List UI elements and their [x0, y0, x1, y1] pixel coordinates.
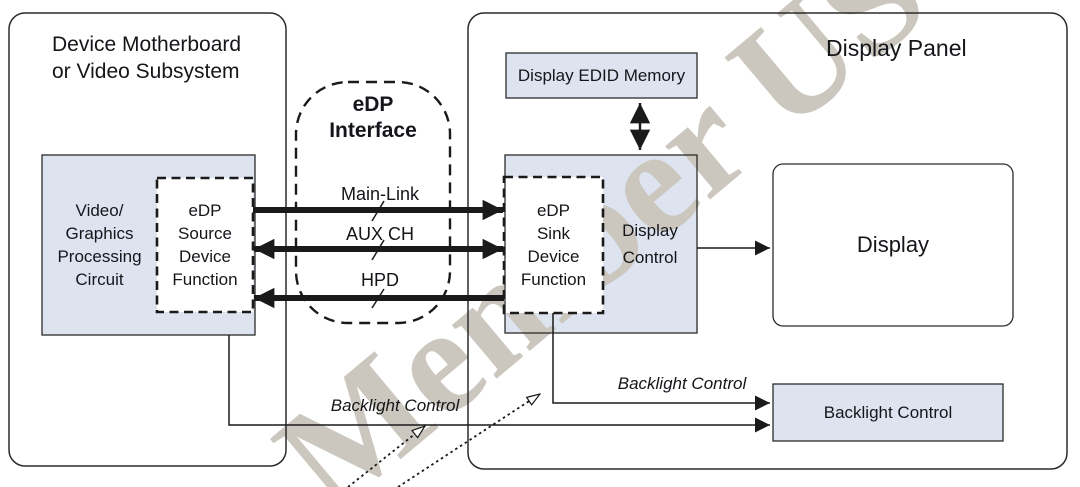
edp-sink-function-label: eDP Sink Device Function	[520, 201, 587, 289]
display-box	[772, 163, 1014, 327]
edid-memory-label: Display EDID Memory	[517, 65, 686, 85]
backlight-line-sink	[552, 313, 770, 411]
display-label: Display	[856, 232, 930, 257]
main-link-label: Main-Link	[340, 184, 420, 204]
backlight-control-label: Backlight Control	[823, 402, 953, 422]
aux-ch-bus-slash	[371, 239, 385, 261]
backlight-control-box-fill	[773, 384, 1003, 441]
backlight-control-box	[772, 383, 1004, 442]
aux-ch-label: AUX CH	[345, 224, 414, 244]
backlight-annotation-right: Backlight Control	[617, 374, 747, 393]
main-link-bus-slash	[371, 200, 385, 222]
edp-interface-title: eDP Interface	[329, 93, 417, 142]
right-panel-title: Display Panel	[826, 35, 967, 61]
display-box-fill	[773, 164, 1013, 326]
edp-sink-function-box-fill	[504, 177, 603, 313]
edp-source-function-box-fill	[157, 178, 253, 312]
backlight-line-left	[228, 335, 770, 433]
hpd-label: HPD	[360, 270, 399, 290]
edid-memory-box-fill	[506, 53, 697, 98]
edp-interface-capsule	[294, 80, 452, 325]
backlight-annotation-left: Backlight Control	[330, 396, 460, 415]
edp-source-function-label: eDP Source Device Function	[172, 201, 238, 289]
display-control-label: Display Control	[622, 221, 678, 267]
display-control-box	[504, 154, 698, 334]
callout-arrow-left	[347, 426, 425, 487]
video-graphics-label: Video/ Graphics Processing Circuit	[57, 201, 142, 289]
edp-source-function-box	[155, 176, 255, 314]
edid-memory-box	[505, 52, 698, 99]
left-panel-title: Device Motherboard or Video Subsystem	[52, 33, 242, 83]
hpd-bus-slash	[371, 288, 385, 309]
